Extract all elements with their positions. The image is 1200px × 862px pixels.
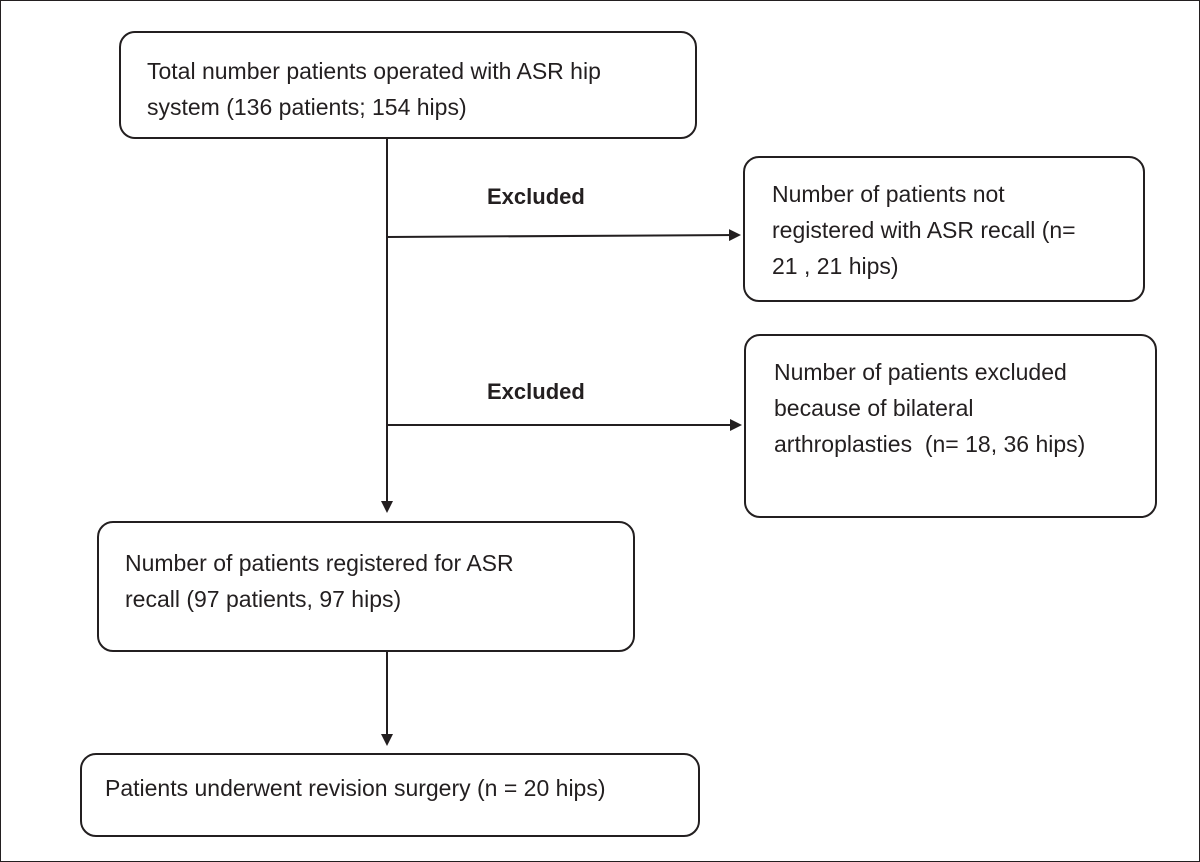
box-text: Total number patients operated with ASR … [147,58,601,84]
box-total-patients: Total number patients operated with ASR … [119,31,697,139]
box-text: system (136 patients; 154 hips) [147,94,467,120]
box-revision: Patients underwent revision surgery (n =… [80,753,700,837]
box-bilateral: Number of patients excluded because of b… [744,334,1157,518]
box-text: arthroplasties (n= 18, 36 hips) [774,431,1086,457]
box-text: Number of patients not [772,181,1005,207]
box-text: 21 , 21 hips) [772,253,899,279]
box-text: recall (97 patients, 97 hips) [125,586,402,612]
arrow-to-not-registered [386,229,741,242]
box-text: because of bilateral [774,395,974,421]
box-text: Patients underwent revision surgery (n =… [105,775,606,801]
box-not-registered: Number of patients not registered with A… [743,156,1145,302]
box-text: registered with ASR recall (n= [772,217,1076,243]
box-text: Number of patients registered for ASR [125,550,514,576]
box-registered: Number of patients registered for ASR re… [97,521,635,652]
excluded-label: Excluded [487,379,585,404]
excluded-label: Excluded [487,184,585,209]
box-text: Number of patients excluded [774,359,1067,385]
